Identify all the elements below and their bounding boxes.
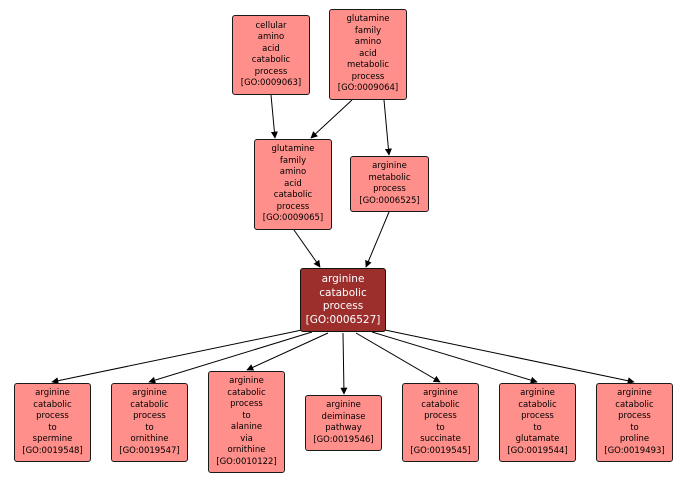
node-label-line: process [230, 399, 263, 409]
node-label-line: arginine [617, 388, 652, 398]
node-label-line: catabolic [319, 286, 367, 299]
node-label-line: arginine [132, 388, 167, 398]
node-label-line: process [133, 411, 166, 421]
node-go-id: [GO:0019544] [507, 445, 568, 456]
node-go-id: [GO:0006527] [305, 313, 381, 326]
node-label-line: arginine [372, 161, 407, 171]
node-label-line: catabolic [130, 399, 169, 410]
node-label-line: process [322, 300, 364, 312]
edge-6527-19544 [371, 331, 538, 384]
node-label-line: catabolic [421, 399, 460, 410]
node-label-line: catabolic [615, 399, 654, 410]
node-go-id: [GO:0019545] [410, 445, 471, 456]
node-label-line: pathway [325, 423, 362, 433]
node-label-line: glutamine [346, 14, 390, 25]
node-label-line: process [254, 66, 288, 77]
node-label-line: glutamine [271, 144, 315, 155]
node-go-id: [GO:0019548] [22, 445, 83, 456]
edge-9064-9065 [310, 99, 353, 139]
node-go-id: [GO:0019493] [604, 445, 665, 456]
node-label-line: family [279, 155, 307, 166]
node-label-line: via [240, 433, 253, 444]
edge-6527-10122 [246, 332, 329, 371]
node-label-line: arginine [35, 388, 70, 398]
node-label-line: acid [262, 43, 280, 54]
node-label-line: proline [619, 434, 650, 444]
node-go-id: [GO:0010122] [216, 456, 277, 467]
node-go-id: [GO:0006525] [359, 195, 420, 206]
node-go-id: [GO:0009065] [262, 213, 324, 224]
node-label-line: process [424, 411, 457, 421]
node-label-line: catabolic [518, 399, 557, 410]
node-label-line: process [351, 71, 385, 82]
edge-6527-19548 [51, 329, 303, 385]
node-label-line: arginine [321, 273, 365, 285]
node-label-line: to [533, 422, 542, 433]
node-label-line: acid [284, 178, 302, 189]
edge-9064-6525 [383, 99, 392, 156]
node-label-line: amino [354, 37, 382, 48]
edge-6527-19546 [340, 332, 348, 395]
node-label-line: process [276, 201, 310, 212]
node-label-line: arginine [423, 388, 458, 398]
edge-6527-19547 [148, 331, 313, 384]
node-label-line: arginine [520, 388, 555, 398]
node-label-line: spermine [32, 434, 73, 444]
node-label-line: ornithine [227, 445, 266, 455]
node-label-line: catabolic [251, 55, 291, 65]
node-label-line: metabolic [346, 60, 390, 71]
node-go-id: [GO:0009063] [240, 78, 302, 88]
node-label-line: to [242, 410, 251, 421]
node-label-line: to [630, 422, 639, 433]
node-label-line: arginine [326, 400, 361, 410]
node-label-line: succinate [420, 434, 461, 444]
node-label-line: process [373, 184, 406, 194]
node-label-line: process [521, 411, 554, 421]
node-label-line: ornithine [130, 434, 169, 444]
node-label-line: alanine [230, 422, 263, 432]
node-go-id: [GO:0019547] [119, 445, 180, 456]
node-label-line: to [48, 422, 57, 433]
node-go-id: [GO:0019546] [313, 434, 374, 445]
node-go-id: [GO:0009064] [337, 83, 399, 94]
node-label-line: catabolic [227, 387, 266, 398]
edge-6525-6527 [365, 211, 390, 268]
node-label-line: to [436, 422, 445, 433]
node-label-line: amino [257, 32, 285, 42]
node-label-line: arginine [229, 376, 264, 386]
node-label-line: catabolic [33, 399, 72, 410]
node-label-line: amino [279, 167, 307, 178]
node-label-line: acid [359, 48, 377, 59]
node-label-line: family [354, 25, 382, 36]
edge-9065-6527 [293, 229, 321, 268]
edge-6527-19545 [355, 332, 441, 383]
node-label-line: glutamate [515, 434, 560, 444]
node-label-line: deiminase [321, 411, 366, 422]
edge-9063-9065 [270, 94, 278, 139]
node-label-line: cellular [255, 20, 287, 31]
node-label-line: to [145, 422, 154, 433]
node-label-line: catabolic [273, 190, 313, 201]
edge-6527-19493 [384, 329, 635, 385]
node-label-line: process [618, 411, 651, 421]
node-label-line: process [36, 411, 69, 421]
node-label-line: metabolic [368, 172, 411, 183]
